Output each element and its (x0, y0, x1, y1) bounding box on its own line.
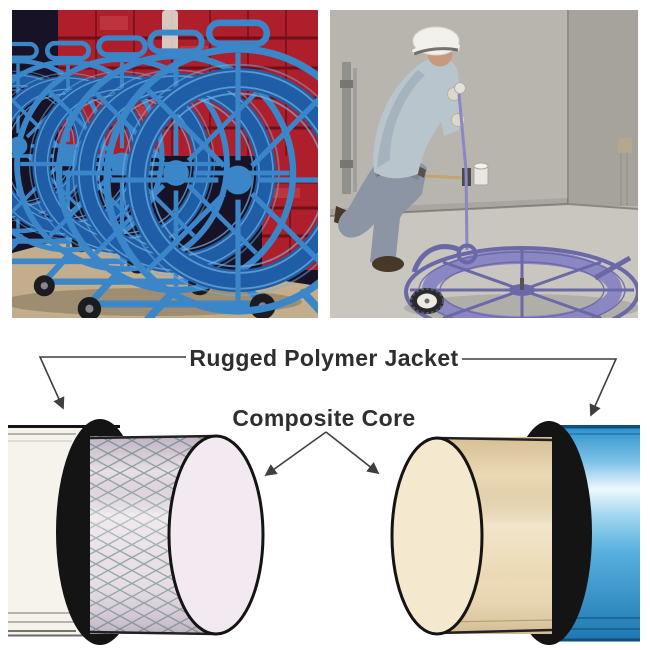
right-composite-core (390, 436, 553, 636)
wall-junction-box (618, 138, 632, 153)
core-label: Composite Core (232, 405, 415, 431)
duct-rodder-rod (457, 93, 469, 251)
wall-conduit (342, 62, 351, 194)
core-leader-right (325, 431, 380, 475)
photo-reel-warehouse-art (12, 10, 318, 318)
jacket-label: Rugged Polymer Jacket (189, 345, 458, 371)
left-core-face (167, 434, 265, 636)
left-composite-core (89, 434, 265, 636)
jacket-callout: Rugged Polymer Jacket (38, 345, 618, 417)
cable-cutaway-diagram: Rugged Polymer Jacket Composite Core (8, 345, 640, 645)
jacket-leader-right (462, 358, 618, 417)
right-cable-cutaway (390, 421, 640, 645)
core-callout: Composite Core (232, 405, 415, 477)
core-leader-left (264, 431, 327, 477)
worker-front-boot (372, 256, 404, 272)
photo-worker-jobsite (330, 10, 638, 318)
duct-rodder-reel (404, 243, 638, 318)
photo-reel-warehouse (12, 10, 318, 318)
worker-figure (334, 26, 466, 272)
rod-grip-knob (454, 82, 466, 94)
jacket-leader-left (38, 356, 186, 410)
reel-frame-handle (411, 244, 462, 273)
photo-worker-jobsite-art (330, 10, 638, 318)
left-cable-cutaway (8, 419, 265, 645)
reel-wheel (410, 288, 444, 314)
worker-jeans (338, 159, 427, 266)
right-core-face (390, 436, 484, 636)
reel-guide-loop (456, 243, 478, 265)
